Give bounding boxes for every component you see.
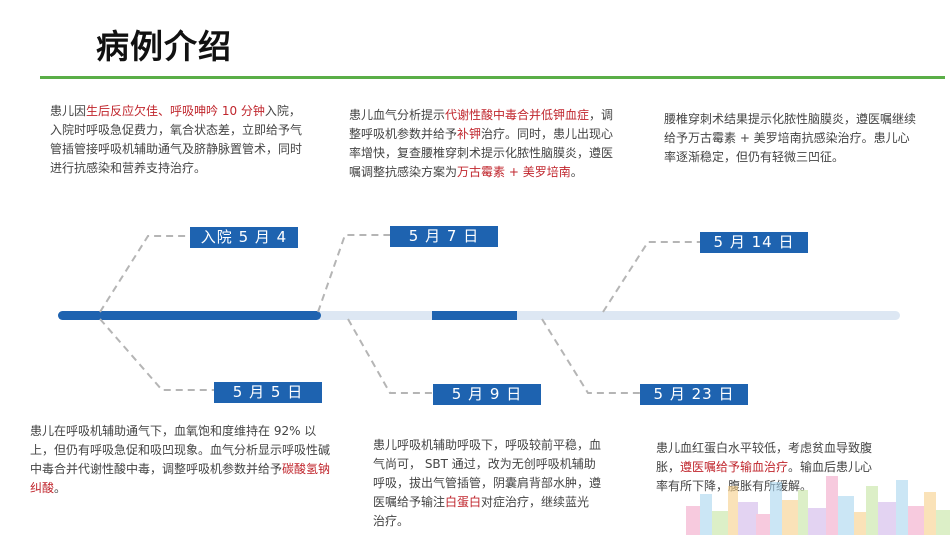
text-run: 治疗。同时，患儿出现心率增快，复查腰椎穿刺术提示化脓性脑膜炎，遵医嘱调整抗感染方…	[349, 127, 614, 179]
event-desc-may7: 患儿血气分析提示代谢性酸中毒合并低钾血症，调整呼吸机参数并给予补钾治疗。同时，患…	[349, 106, 617, 182]
highlighted-text: 生后反应欠佳、呼吸呻吟 10 分钟	[86, 104, 265, 118]
text-run: 患儿因	[50, 104, 87, 118]
connector-may4	[99, 235, 190, 313]
connector-may7	[317, 234, 390, 313]
text-run: 患儿在呼吸机辅助通气下，血氧饱和度维持在 92% 以上，但仍有呼吸急促和吸凹现象…	[30, 424, 331, 476]
text-run: 入院，入院时呼吸急促费力，氧合状态差，立即给予气管插管接呼吸机辅助通气及脐静脉置…	[50, 104, 303, 175]
text-run: 患儿血红蛋白水平较低，考虑贫血导致腹胀，	[656, 441, 873, 474]
highlighted-text: 碳酸氢钠纠酸	[30, 462, 331, 495]
highlighted-text: 补钾	[457, 127, 482, 141]
date-label-may7: 5 月 7 日	[390, 226, 498, 247]
highlighted-text: 遵医嘱给予输血治疗	[680, 460, 789, 474]
text-run: 患儿血气分析提示	[349, 108, 446, 122]
date-label-may14: 5 月 14 日	[700, 232, 808, 253]
date-label-may4: 入院 5 月 4 日	[190, 227, 298, 267]
text-run: 对症治疗，继续蓝光治疗。	[373, 495, 590, 528]
text-run: 。	[570, 165, 583, 179]
highlighted-text: 万古霉素 + 美罗培南	[457, 165, 571, 179]
text-run: 患儿呼吸机辅助呼吸下，呼吸较前平稳，血气尚可， SBT 通过，改为无创呼吸机辅助…	[373, 438, 602, 509]
connector-may9	[347, 318, 433, 394]
event-desc-may9: 患儿呼吸机辅助呼吸下，呼吸较前平稳，血气尚可， SBT 通过，改为无创呼吸机辅助…	[373, 436, 601, 531]
date-label-may5: 5 月 5 日	[214, 382, 322, 403]
connector-may14	[602, 241, 700, 313]
connector-may23	[541, 318, 640, 394]
timeline-segment-1	[58, 311, 321, 320]
highlighted-text: 白蛋白	[445, 495, 482, 509]
text-run: 腰椎穿刺术结果提示化脓性脑膜炎，遵医嘱继续给予万古霉素 + 美罗培南抗感染治疗。…	[664, 112, 917, 164]
page-title: 病例介绍	[96, 27, 232, 66]
title-divider	[40, 76, 945, 79]
text-run: 。	[54, 481, 67, 495]
date-label-may23: 5 月 23 日	[640, 384, 748, 405]
connector-may5	[99, 318, 214, 391]
highlighted-text: 代谢性酸中毒合并低钾血症	[445, 108, 590, 122]
event-desc-may4: 患儿因生后反应欠佳、呼吸呻吟 10 分钟入院，入院时呼吸急促费力，氧合状态差，立…	[50, 102, 304, 178]
event-desc-may14: 腰椎穿刺术结果提示化脓性脑膜炎，遵医嘱继续给予万古霉素 + 美罗培南抗感染治疗。…	[664, 110, 916, 167]
city-skyline-decoration	[686, 476, 950, 535]
event-desc-may5: 患儿在呼吸机辅助通气下，血氧饱和度维持在 92% 以上，但仍有呼吸急促和吸凹现象…	[30, 422, 334, 498]
timeline-segment-2	[432, 311, 517, 320]
text-run: ，调整呼吸机参数并给予	[349, 108, 614, 141]
date-label-may9: 5 月 9 日	[433, 384, 541, 405]
